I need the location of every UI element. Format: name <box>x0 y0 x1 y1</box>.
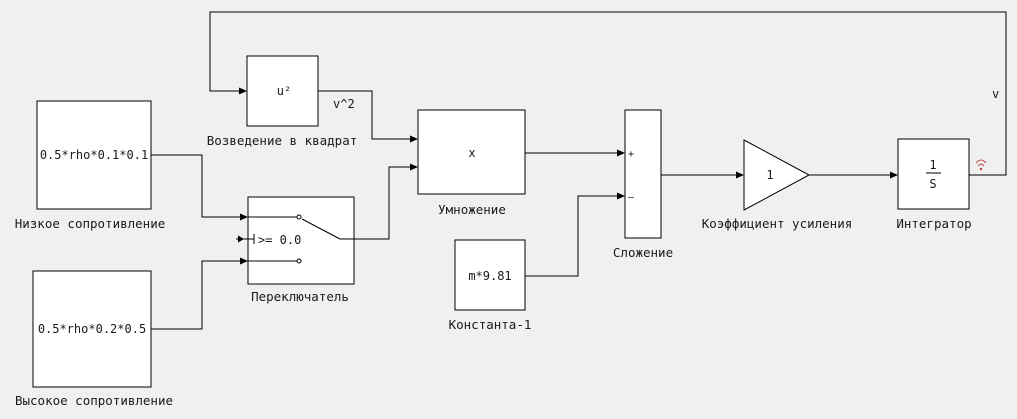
arrow-gain-in <box>736 171 744 179</box>
multiply-value: x <box>468 146 475 160</box>
control-port-icon <box>236 234 255 244</box>
wire-constant-to-sum[interactable] <box>525 195 618 277</box>
signal-v-squared: v^2 <box>333 97 355 111</box>
gain-value: 1 <box>766 168 773 182</box>
square-value: u² <box>277 84 291 98</box>
constant-value: m*9.81 <box>468 269 511 283</box>
signal-log-icon[interactable] <box>975 159 987 171</box>
high-resistance-value: 0.5*rho*0.2*0.5 <box>38 322 146 336</box>
high-resistance-label: Высокое сопротивление <box>15 393 173 408</box>
gain-label: Коэффициент усиления <box>702 216 853 231</box>
sum-minus-sign: – <box>628 192 635 203</box>
square-label: Возведение в квадрат <box>207 133 358 148</box>
wire-high-to-switch[interactable] <box>151 260 241 330</box>
constant-label: Константа-1 <box>449 317 532 332</box>
integrator-denominator: S <box>929 177 936 191</box>
switch-contact-top <box>296 214 302 220</box>
wire-square-to-multiply[interactable] <box>318 90 411 140</box>
switch-contact-bottom <box>296 258 302 264</box>
switch-threshold: >= 0.0 <box>258 233 301 247</box>
multiply-label: Умножение <box>438 202 506 217</box>
block-high-resistance[interactable]: 0.5*rho*0.2*0.5 <box>32 270 152 388</box>
block-switch[interactable]: >= 0.0 <box>236 196 355 285</box>
wire-low-to-switch[interactable] <box>151 154 241 218</box>
block-sum[interactable]: + – <box>624 109 662 239</box>
arrow-square-in <box>239 87 247 95</box>
low-resistance-label: Низкое сопротивление <box>15 216 166 231</box>
arrow-multiply-in2 <box>410 163 418 171</box>
wire-feedback-v[interactable] <box>209 11 1007 176</box>
integrator-numerator: 1 <box>929 158 936 172</box>
switch-lever <box>301 218 341 240</box>
sum-label: Сложение <box>613 245 673 260</box>
arrow-sum-plus <box>617 149 625 157</box>
switch-label: Переключатель <box>251 289 349 304</box>
low-resistance-value: 0.5*rho*0.1*0.1 <box>40 148 148 162</box>
arrow-switch-in3 <box>240 257 248 265</box>
arrow-integrator-in <box>890 171 898 179</box>
block-gain[interactable]: 1 <box>743 139 811 211</box>
block-integrator[interactable]: 1 S <box>897 138 970 210</box>
block-low-resistance[interactable]: 0.5*rho*0.1*0.1 <box>36 100 152 210</box>
wire-switch-to-multiply[interactable] <box>354 166 411 240</box>
integrator-label: Интегратор <box>896 216 971 231</box>
sum-plus-sign: + <box>628 149 634 160</box>
block-multiply[interactable]: x <box>417 109 526 195</box>
block-square[interactable]: u² <box>246 55 319 127</box>
arrow-sum-minus <box>617 192 625 200</box>
arrow-switch-in1 <box>240 213 248 221</box>
signal-v: v <box>992 87 999 101</box>
arrow-multiply-in1 <box>410 135 418 143</box>
block-constant-1[interactable]: m*9.81 <box>454 239 526 311</box>
